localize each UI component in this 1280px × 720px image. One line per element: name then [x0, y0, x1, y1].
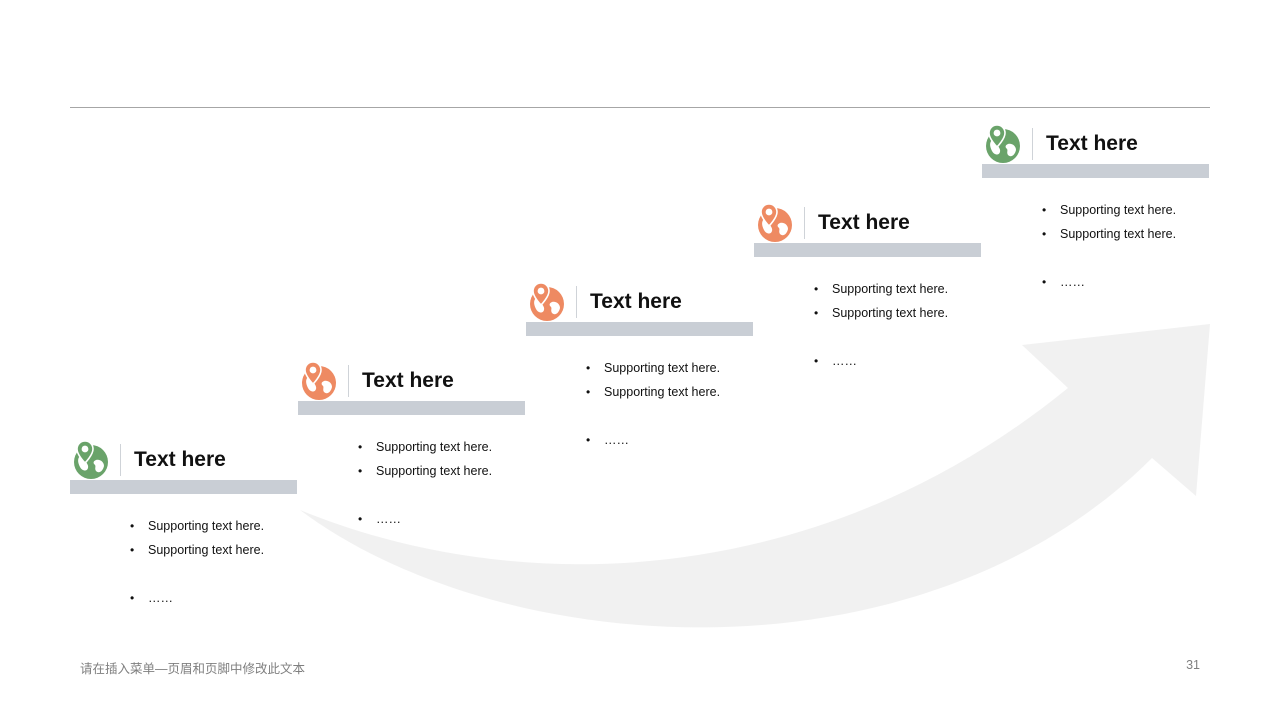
- step-header: Text here: [526, 282, 754, 330]
- divider: [348, 365, 349, 397]
- step-bar: [298, 401, 525, 415]
- step-2: Text here Supporting text here. Supporti…: [298, 361, 526, 531]
- step-bar: [982, 164, 1209, 178]
- bullet-item: ……: [358, 507, 492, 531]
- step-header: Text here: [298, 361, 526, 409]
- divider: [576, 286, 577, 318]
- globe-pin-icon: [984, 124, 1022, 164]
- bullet-item: ……: [1042, 270, 1176, 294]
- globe-pin-icon: [528, 282, 566, 322]
- bullet-item: Supporting text here.: [130, 538, 264, 562]
- bullet-item: Supporting text here.: [814, 301, 948, 325]
- divider: [120, 444, 121, 476]
- bullet-item: Supporting text here.: [358, 459, 492, 483]
- step-1: Text here Supporting text here. Supporti…: [70, 440, 298, 610]
- bullet-item: Supporting text here.: [130, 514, 264, 538]
- step-bar: [70, 480, 297, 494]
- step-header: Text here: [70, 440, 298, 488]
- globe-pin-icon: [756, 203, 794, 243]
- bullet-list: Supporting text here. Supporting text he…: [586, 356, 720, 452]
- globe-pin-icon: [72, 440, 110, 480]
- bullet-item: Supporting text here.: [1042, 198, 1176, 222]
- top-divider: [70, 107, 1210, 108]
- bullet-item: Supporting text here.: [586, 356, 720, 380]
- bullet-item: Supporting text here.: [1042, 222, 1176, 246]
- bullet-list: Supporting text here. Supporting text he…: [130, 514, 264, 610]
- bullet-item: ……: [130, 586, 264, 610]
- divider: [1032, 128, 1033, 160]
- bullet-item: ……: [586, 428, 720, 452]
- bullet-item: Supporting text here.: [358, 435, 492, 459]
- step-5: Text here Supporting text here. Supporti…: [982, 124, 1210, 294]
- bullet-item: ……: [814, 349, 948, 373]
- divider: [804, 207, 805, 239]
- footer-text: 请在插入菜单—页眉和页脚中修改此文本: [80, 662, 306, 676]
- step-4: Text here Supporting text here. Supporti…: [754, 203, 982, 373]
- step-header: Text here: [754, 203, 982, 251]
- bullet-list: Supporting text here. Supporting text he…: [1042, 198, 1176, 294]
- bullet-item: Supporting text here.: [814, 277, 948, 301]
- bullet-list: Supporting text here. Supporting text he…: [358, 435, 492, 531]
- page-number: 31: [1186, 658, 1200, 672]
- step-bar: [526, 322, 753, 336]
- bullet-item: Supporting text here.: [586, 380, 720, 404]
- step-title: Text here: [818, 211, 910, 234]
- step-title: Text here: [134, 448, 226, 471]
- step-bar: [754, 243, 981, 257]
- step-3: Text here Supporting text here. Supporti…: [526, 282, 754, 452]
- step-title: Text here: [590, 290, 682, 313]
- step-header: Text here: [982, 124, 1210, 172]
- step-title: Text here: [362, 369, 454, 392]
- step-title: Text here: [1046, 132, 1138, 155]
- globe-pin-icon: [300, 361, 338, 401]
- bullet-list: Supporting text here. Supporting text he…: [814, 277, 948, 373]
